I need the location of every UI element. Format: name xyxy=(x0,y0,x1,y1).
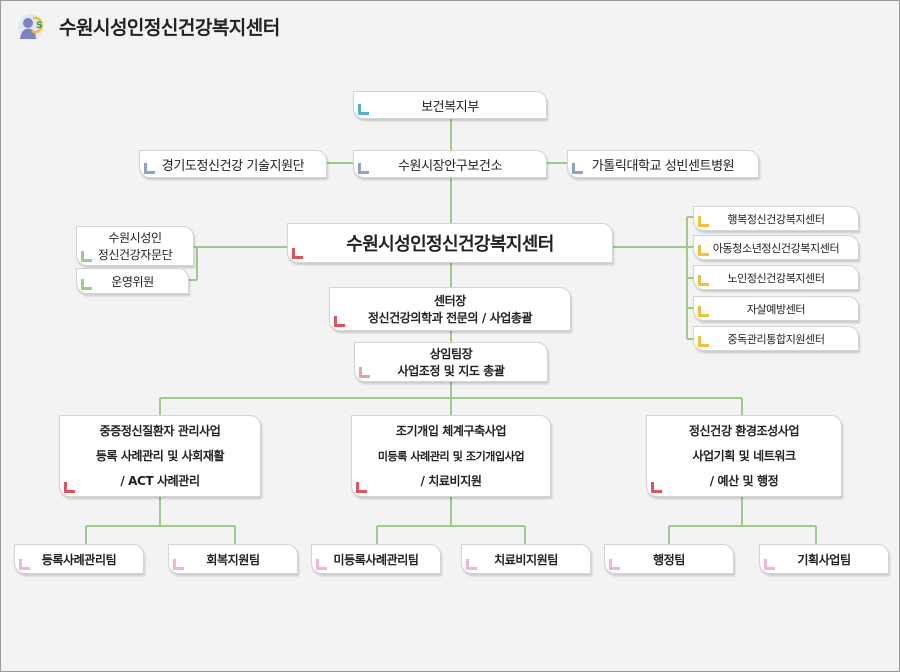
header: S 수원시성인정신건강복지센터 xyxy=(1,1,899,49)
center-label: 수원시성인정신건강복지센터 xyxy=(346,234,554,255)
team-box[interactable]: 미등록사례관리팀 xyxy=(311,544,441,574)
team-box[interactable]: 행정팀 xyxy=(604,544,734,574)
related-center-box[interactable]: 아동청소년정신건강복지센터 xyxy=(693,235,859,260)
corner-marker xyxy=(651,482,662,493)
corner-marker xyxy=(609,559,620,570)
team-box[interactable]: 치료비지원팀 xyxy=(461,544,591,574)
division-line: 사업기획 및 네트워크 xyxy=(692,448,796,463)
division-line: 정신건강 환경조성사업 xyxy=(688,423,800,438)
team-label: 치료비지원팀 xyxy=(494,552,558,567)
corner-marker xyxy=(64,482,75,493)
hospital-label: 가톨릭대학교 성빈센트병원 xyxy=(591,158,735,174)
corner-marker xyxy=(358,163,369,174)
division-line: 중증정신질환자 관리사업 xyxy=(99,423,221,438)
related-center-label: 노인정신건강복지센터 xyxy=(727,271,825,285)
health-center-label: 수원시장안구보건소 xyxy=(397,158,503,174)
division-line: 등록 사례관리 및 사회재활 xyxy=(95,448,225,463)
ministry-box[interactable]: 보건복지부 xyxy=(353,91,547,119)
division-box[interactable]: 중증정신질환자 관리사업 등록 사례관리 및 사회재활 / ACT 사례관리 xyxy=(59,415,261,497)
team-lead-box[interactable]: 상임팀장 사업조정 및 지도 총괄 xyxy=(354,342,548,382)
ministry-label: 보건복지부 xyxy=(421,99,479,115)
related-center-box[interactable]: 노인정신건강복지센터 xyxy=(693,265,859,290)
corner-marker xyxy=(334,316,345,327)
related-center-box[interactable]: 중독관리통합지원센터 xyxy=(693,326,859,351)
corner-marker xyxy=(81,279,92,290)
corner-marker xyxy=(19,559,30,570)
team-box[interactable]: 기획사업팀 xyxy=(759,544,889,574)
corner-marker xyxy=(356,482,367,493)
mind-figure-logo-icon: S xyxy=(18,14,44,40)
team-label: 회복지원팀 xyxy=(206,552,260,567)
corner-marker xyxy=(144,163,155,174)
division-line: / ACT 사례관리 xyxy=(120,473,200,488)
center-box[interactable]: 수원시성인정신건강복지센터 xyxy=(287,223,613,263)
support-unit-label: 경기도정신건강 기술지원단 xyxy=(161,158,305,174)
corner-marker xyxy=(316,559,327,570)
corner-marker xyxy=(173,559,184,570)
corner-marker xyxy=(698,245,709,256)
corner-marker xyxy=(698,275,709,286)
related-center-label: 자살예방센터 xyxy=(746,302,806,316)
related-center-label: 행복정신건강복지센터 xyxy=(727,212,825,226)
related-center-label: 중독관리통합지원센터 xyxy=(727,332,825,346)
hospital-box[interactable]: 가톨릭대학교 성빈센트병원 xyxy=(567,150,759,178)
page-title: 수원시성인정신건강복지센터 xyxy=(59,17,280,39)
committee-label: 운영위원 xyxy=(111,274,154,289)
corner-marker xyxy=(698,336,709,347)
corner-marker xyxy=(358,104,369,115)
corner-marker xyxy=(572,163,583,174)
corner-marker xyxy=(764,559,775,570)
advisory-line: 수원시성인 xyxy=(108,231,162,245)
team-label: 기획사업팀 xyxy=(797,552,851,567)
division-line: / 예산 및 행정 xyxy=(709,473,779,488)
team-label: 등록사례관리팀 xyxy=(41,552,117,567)
corner-marker xyxy=(81,251,92,262)
team-box[interactable]: 등록사례관리팀 xyxy=(14,544,144,574)
corner-marker xyxy=(698,216,709,227)
director-desc: 정신건강의학과 전문의 / 사업총괄 xyxy=(367,311,533,325)
director-title: 센터장 xyxy=(434,294,466,308)
svg-text:S: S xyxy=(36,21,42,31)
corner-marker xyxy=(698,306,709,317)
corner-marker xyxy=(292,248,303,259)
director-box[interactable]: 센터장 정신건강의학과 전문의 / 사업총괄 xyxy=(329,287,571,331)
health-center-box[interactable]: 수원시장안구보건소 xyxy=(353,150,547,178)
related-center-label: 아동청소년정신건강복지센터 xyxy=(712,241,840,255)
committee-box[interactable]: 운영위원 xyxy=(76,268,189,294)
division-line: 미등록 사례관리 및 조기개입사업 xyxy=(377,449,525,463)
related-center-box[interactable]: 자살예방센터 xyxy=(693,296,859,321)
corner-marker xyxy=(466,559,477,570)
division-box[interactable]: 조기개입 체계구축사업 미등록 사례관리 및 조기개입사업 / 치료비지원 xyxy=(351,415,551,497)
team-lead-desc: 사업조정 및 지도 총괄 xyxy=(397,364,505,378)
related-center-box[interactable]: 행복정신건강복지센터 xyxy=(693,206,859,231)
team-label: 행정팀 xyxy=(653,552,685,567)
team-lead-title: 상임팀장 xyxy=(429,347,473,361)
advisory-box[interactable]: 수원시성인 정신건강자문단 xyxy=(76,226,194,266)
division-box[interactable]: 정신건강 환경조성사업 사업기획 및 네트워크 / 예산 및 행정 xyxy=(646,415,842,497)
team-label: 미등록사례관리팀 xyxy=(333,552,419,567)
division-line: 조기개입 체계구축사업 xyxy=(395,423,507,438)
team-box[interactable]: 회복지원팀 xyxy=(168,544,298,574)
corner-marker xyxy=(359,367,370,378)
division-line: / 치료비지원 xyxy=(420,473,482,488)
advisory-line: 정신건강자문단 xyxy=(97,248,173,262)
support-unit-box[interactable]: 경기도정신건강 기술지원단 xyxy=(139,150,327,178)
